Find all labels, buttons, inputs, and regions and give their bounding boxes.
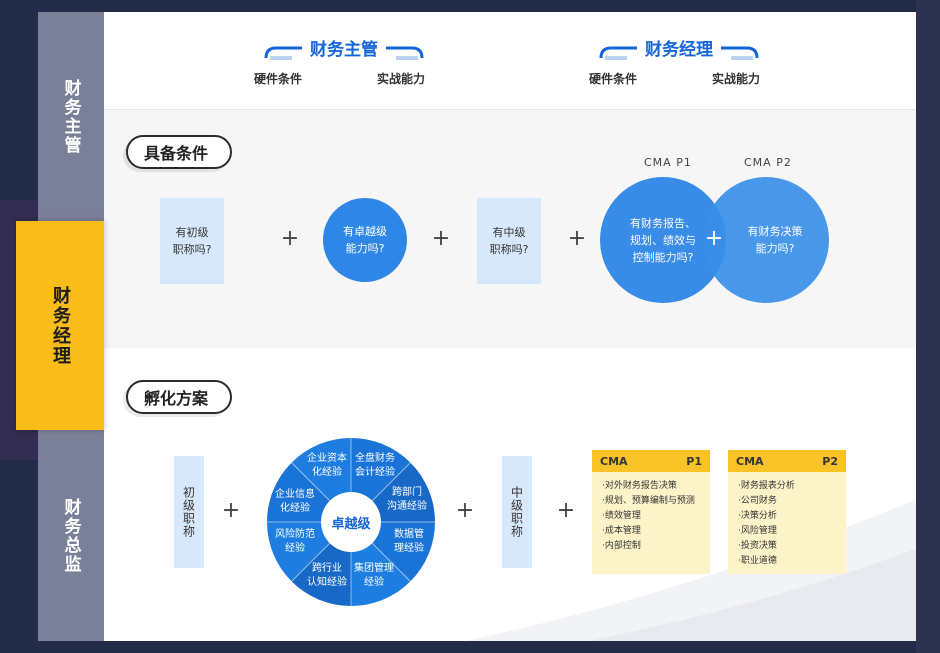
tab-financial-supervisor[interactable]: 财务主管 bbox=[38, 12, 104, 221]
wheel-label: 跨部门 沟通经验 bbox=[387, 487, 427, 512]
excellence-wheel bbox=[267, 438, 435, 606]
tab-financial-director[interactable]: 财务总监 bbox=[38, 430, 104, 641]
cma-p2-label: CMA P2 bbox=[744, 156, 792, 169]
card-list: ·对外财务报告决策 ·规划、预算编制与预测 ·绩效管理 ·成本管理 ·内部控制 bbox=[592, 472, 710, 554]
cma-p2-circle: 有财务决策 能力吗? bbox=[703, 177, 829, 303]
card-part: P2 bbox=[822, 454, 838, 468]
question-excellence-circle: 有卓越级 能力吗? bbox=[323, 198, 407, 282]
list-item: ·内部控制 bbox=[602, 541, 641, 551]
list-item: ·决策分析 bbox=[738, 511, 777, 521]
tab-label: 财务经理 bbox=[50, 285, 71, 366]
tab-label: 财务主管 bbox=[60, 78, 81, 155]
list-item: ·财务报表分析 bbox=[738, 481, 795, 491]
plus-icon: + bbox=[280, 226, 300, 251]
cma-p2-card: CMA P2 ·财务报表分析 ·公司财务 ·决策分析 ·风险管理 ·投资决策 ·… bbox=[728, 450, 846, 574]
list-item: ·风险管理 bbox=[738, 526, 777, 536]
list-item: ·投资决策 bbox=[738, 541, 777, 551]
question-text: 有财务决策 能力吗? bbox=[747, 225, 803, 255]
wheel-label: 企业资本 化经验 bbox=[307, 453, 347, 478]
box-text: 初级职称 bbox=[181, 486, 196, 538]
plus-icon: + bbox=[221, 498, 241, 523]
wheel-label: 集团管理 经验 bbox=[354, 563, 394, 588]
card-name: CMA bbox=[600, 454, 628, 468]
wheel-label: 全盘财务 会计经验 bbox=[355, 453, 395, 478]
wheel-label: 风险防范 经验 bbox=[275, 529, 315, 554]
role-title: 财务主管 bbox=[310, 40, 378, 60]
section-title: 孵化方案 bbox=[126, 380, 232, 414]
question-text: 有财务报告、 规划、绩效与 控制能力吗? bbox=[630, 216, 696, 264]
plus-icon: + bbox=[556, 498, 576, 523]
incubation-section: 孵化方案 初级职称 + 卓越级 bbox=[104, 348, 916, 641]
box-text: 中级职称 bbox=[509, 486, 524, 538]
plus-icon: + bbox=[567, 226, 587, 251]
role-sub-practical: 实战能力 bbox=[712, 72, 761, 86]
main-panel: 财务主管 硬件条件 实战能力 财务经理 硬件条件 实战能力 具备条件 有初级 职… bbox=[104, 12, 916, 641]
wheel-center-label: 卓越级 bbox=[331, 517, 371, 532]
question-text: 有卓越级 能力吗? bbox=[343, 225, 387, 255]
card-header: CMA P1 bbox=[592, 450, 710, 472]
question-text: 有中级 职称吗? bbox=[489, 226, 529, 256]
bracket-right-icon bbox=[386, 46, 424, 60]
question-intermediate-title: 有中级 职称吗? bbox=[477, 198, 541, 284]
wheel-label: 数据管 理经验 bbox=[394, 529, 424, 554]
role-manager-heading: 财务经理 硬件条件 实战能力 bbox=[589, 38, 769, 98]
role-sub-practical: 实战能力 bbox=[377, 72, 426, 86]
cma-p1-label: CMA P1 bbox=[644, 156, 692, 169]
plus-icon: + bbox=[455, 498, 475, 523]
bracket-left-icon bbox=[264, 46, 302, 60]
header: 财务主管 硬件条件 实战能力 财务经理 硬件条件 实战能力 bbox=[104, 12, 916, 109]
section-title: 具备条件 bbox=[126, 135, 232, 169]
wheel-label: 跨行业 认知经验 bbox=[307, 563, 347, 588]
list-item: ·绩效管理 bbox=[602, 511, 641, 521]
list-item: ·公司财务 bbox=[738, 496, 777, 506]
plus-icon: + bbox=[704, 226, 724, 251]
list-item: ·成本管理 bbox=[602, 526, 641, 536]
list-item: ·规划、预算编制与预测 bbox=[602, 496, 695, 506]
card-list: ·财务报表分析 ·公司财务 ·决策分析 ·风险管理 ·投资决策 ·职业道德 bbox=[728, 472, 846, 569]
wave-decoration bbox=[465, 499, 916, 641]
role-supervisor-heading: 财务主管 硬件条件 实战能力 bbox=[254, 38, 434, 98]
bracket-left-icon bbox=[599, 46, 637, 60]
prerequisites-section: 具备条件 有初级 职称吗? + 有卓越级 能力吗? + 有中级 职称吗? + C… bbox=[104, 109, 916, 349]
tab-financial-manager[interactable]: 财务经理 bbox=[16, 221, 104, 430]
intermediate-title-box: 中级职称 bbox=[502, 456, 532, 568]
question-junior-title: 有初级 职称吗? bbox=[160, 198, 224, 284]
wheel-label: 企业信息 化经验 bbox=[275, 489, 315, 514]
list-item: ·职业道德 bbox=[738, 556, 777, 566]
cma-p1-card: CMA P1 ·对外财务报告决策 ·规划、预算编制与预测 ·绩效管理 ·成本管理… bbox=[592, 450, 710, 574]
list-item: ·对外财务报告决策 bbox=[602, 481, 677, 491]
junior-title-box: 初级职称 bbox=[174, 456, 204, 568]
role-title: 财务经理 bbox=[645, 40, 713, 60]
bracket-right-icon bbox=[721, 46, 759, 60]
plus-icon: + bbox=[431, 226, 451, 251]
question-text: 有初级 职称吗? bbox=[172, 226, 212, 256]
role-tabs: 财务主管 财务经理 财务总监 bbox=[16, 12, 104, 641]
card-name: CMA bbox=[736, 454, 764, 468]
tab-label: 财务总监 bbox=[60, 497, 81, 574]
role-sub-hardware: 硬件条件 bbox=[589, 72, 638, 86]
card-header: CMA P2 bbox=[728, 450, 846, 472]
role-sub-hardware: 硬件条件 bbox=[254, 72, 303, 86]
card-part: P1 bbox=[686, 454, 702, 468]
